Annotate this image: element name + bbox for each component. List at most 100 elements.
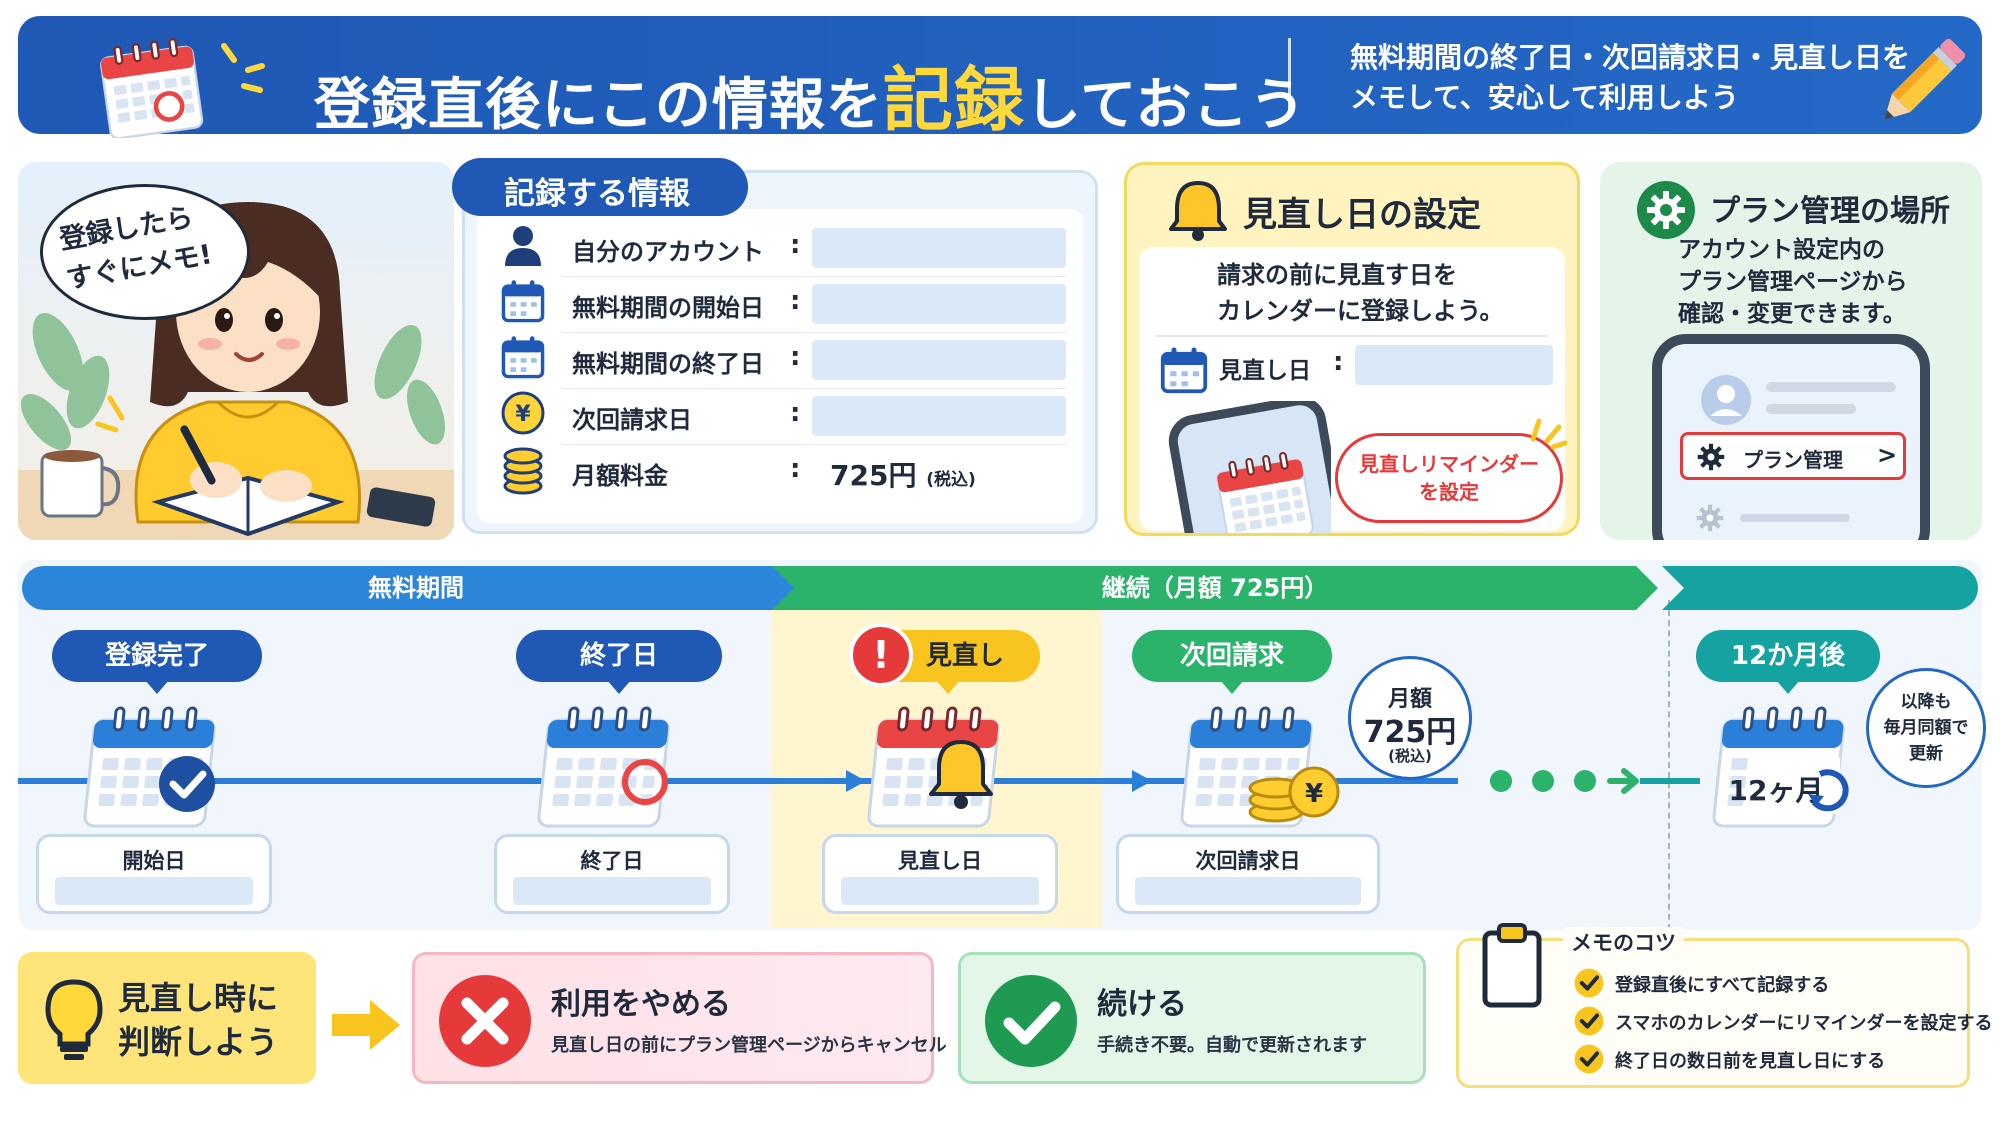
page-title: 登録直後にこの情報を記録しておこう (314, 59, 1307, 141)
timeline-line (18, 778, 1458, 784)
title-highlight: 記録 (882, 59, 1025, 141)
memo-tips-box: メモのコツ 登録直後にすべて記録する スマホのカレンダーにリマインダーを設定する… (1456, 923, 1992, 1088)
gear-icon (1696, 504, 1724, 532)
divider (562, 276, 1066, 277)
stage-tag-next-billing: 次回請求 (1132, 630, 1332, 694)
check-icon (1573, 967, 1605, 999)
speech-bubble (40, 184, 250, 320)
renewal-note-badge: 以降も 毎月同額で 更新 (1866, 668, 1986, 788)
alert-icon: ! (849, 623, 913, 687)
timeline-band-free: 無料期間 (22, 566, 810, 610)
stage-tag-12-months: 12か月後 (1696, 630, 1880, 694)
arrow-right-icon (846, 770, 866, 792)
set-reminder-button[interactable]: 見直しリマインダー を設定 (1335, 433, 1563, 523)
divider (1668, 600, 1670, 930)
decide-at-review-banner: 見直し時に 判断しよう (18, 952, 316, 1084)
next-billing-field[interactable] (812, 396, 1066, 436)
monthly-fee-value: 725円 (税込) (830, 459, 976, 492)
sparkle-icon (221, 43, 265, 93)
next-billing-date-box: 次回請求日 (1116, 834, 1380, 914)
calendar-circle-icon (526, 702, 696, 832)
timeline-line (1640, 778, 1700, 784)
placeholder-line (1766, 382, 1896, 392)
calendar-icon (86, 38, 216, 138)
header-divider (1288, 38, 1291, 114)
calendar-coins-icon: ¥ (1144, 702, 1340, 832)
coin-stack-icon (503, 447, 543, 495)
avatar (1701, 375, 1751, 425)
arrow-right-icon (332, 1000, 400, 1050)
start-date-box: 開始日 (36, 834, 272, 914)
divider (562, 388, 1066, 389)
free-end-field[interactable] (812, 340, 1066, 380)
review-panel-title: 見直し日の設定 (1243, 195, 1481, 235)
placeholder-line (1740, 514, 1850, 522)
lightbulb-icon (45, 979, 103, 1060)
stop-using-card[interactable]: 利用をやめる 見直し日の前にプラン管理ページからキャンセル (412, 952, 947, 1084)
plan-management-panel: プラン管理の場所 アカウント設定内の プラン管理ページから 確認・変更できます。… (1600, 162, 1982, 540)
timeline-dot (1532, 770, 1554, 792)
plan-management-button[interactable]: プラン管理 > (1680, 432, 1906, 480)
record-row-next-billing: ¥ 次回請求日 : (500, 390, 1080, 442)
review-date-panel: 見直し日の設定 請求の前に見直す日を カレンダーに登録しよう。 見直し日 : 見… (1124, 162, 1580, 536)
calendar-bell-icon (856, 702, 1026, 832)
divider (562, 332, 1066, 333)
check-icon (1573, 1005, 1605, 1037)
review-date-timeline-field[interactable] (841, 877, 1039, 905)
plan-description: アカウント設定内の プラン管理ページから 確認・変更できます。 (1678, 237, 1908, 327)
timeline-band-continue: 継続（月額 725円） (772, 566, 1658, 610)
account-field[interactable] (812, 228, 1066, 268)
end-date-box: 終了日 (494, 834, 730, 914)
record-row-free-start: 無料期間の開始日 : (500, 278, 1080, 330)
end-date-field[interactable] (513, 877, 711, 905)
pencil-icon (1884, 38, 1966, 120)
sparkle-icon (1530, 418, 1567, 450)
timeline-dot (1490, 770, 1512, 792)
review-date-box: 見直し日 (822, 834, 1058, 914)
divider (562, 444, 1066, 445)
svg-text:¥: ¥ (1305, 779, 1323, 809)
record-row-account: 自分のアカウント : (500, 222, 1080, 274)
gear-icon (1697, 443, 1725, 471)
review-date-field[interactable] (1355, 345, 1553, 385)
next-billing-date-field[interactable] (1135, 877, 1361, 905)
timeline-band-after (1662, 566, 1978, 610)
divider (1155, 335, 1547, 337)
user-icon (505, 226, 541, 266)
monthly-price-badge: 月額 725円 (税込) (1348, 656, 1472, 780)
header-subtitle: 無料期間の終了日・次回請求日・見直し日を メモして、安心して利用しよう (1350, 41, 1911, 114)
stage-tag-end-date: 終了日 (516, 630, 722, 694)
bell-icon (1169, 181, 1227, 241)
timeline-dot (1574, 770, 1596, 792)
calendar-icon (500, 334, 546, 380)
gear-icon (1637, 181, 1695, 239)
arrow-right-icon (1607, 768, 1639, 794)
continue-using-card[interactable]: 続ける 手続き不要。自動で更新されます (958, 952, 1426, 1084)
stage-tag-registered: 登録完了 (52, 630, 262, 694)
free-start-field[interactable] (812, 284, 1066, 324)
calendar-icon (500, 278, 546, 324)
close-circle-icon (439, 975, 531, 1067)
record-row-monthly-fee: 月額料金 : 725円 (税込) (500, 446, 1080, 498)
calendar-renew-icon: 12ヶ月 (1696, 702, 1849, 832)
start-date-field[interactable] (55, 877, 253, 905)
check-circle-icon (985, 975, 1077, 1067)
record-row-free-end: 無料期間の終了日 : (500, 334, 1080, 386)
clipboard-icon (1482, 923, 1542, 1008)
svg-text:!: ! (872, 633, 889, 677)
yen-coin-icon: ¥ (501, 391, 545, 435)
svg-text:12ヶ月: 12ヶ月 (1729, 774, 1824, 807)
smartphone-calendar-illustration (1168, 401, 1331, 533)
check-icon (1573, 1043, 1605, 1075)
review-description: 請求の前に見直す日を カレンダーに登録しよう。 (1217, 261, 1504, 325)
calendar-icon (1160, 345, 1208, 394)
calendar-check-icon (72, 702, 242, 832)
arrow-right-icon (1132, 770, 1152, 792)
placeholder-line (1766, 404, 1856, 414)
chevron-right-icon: > (1877, 441, 1898, 469)
illustration-panel: 登録したら すぐにメモ! (18, 162, 454, 540)
header-banner: 登録直後にこの情報を記録しておこう 無料期間の終了日・次回請求日・見直し日を メ… (18, 16, 1982, 141)
record-info-title: 記録する情報 (452, 158, 748, 216)
svg-text:¥: ¥ (515, 402, 531, 427)
plan-panel-title: プラン管理の場所 (1710, 194, 1950, 229)
